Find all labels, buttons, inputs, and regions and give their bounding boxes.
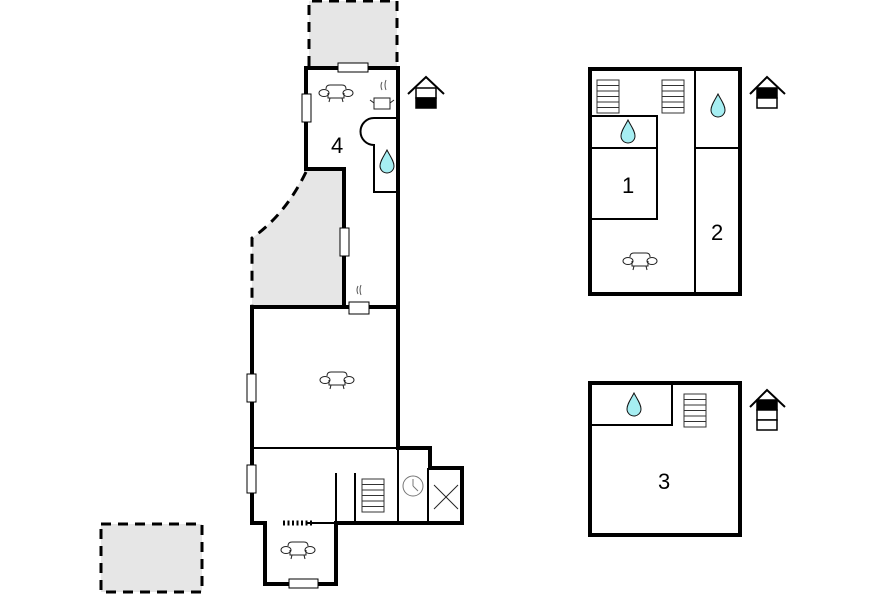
water-drop-icon (620, 119, 636, 144)
window (288, 578, 319, 589)
water-drop-icon (710, 93, 726, 118)
window (301, 93, 312, 123)
room-4-label: 4 (331, 133, 343, 158)
staircase-icon (661, 79, 685, 114)
staircase-icon (596, 79, 620, 114)
outdoor-area-top (307, 0, 399, 67)
cross-icon (433, 484, 459, 510)
window (337, 62, 369, 73)
water-drop-icon (379, 149, 395, 174)
stove-icon (356, 284, 362, 296)
clock-icon (402, 475, 424, 497)
main-building: 4 (246, 62, 464, 589)
outdoor-area-bottom-left (99, 522, 204, 594)
sofa-icon (280, 541, 316, 560)
window (246, 464, 257, 494)
staircase-icon (683, 393, 707, 428)
sofa-icon (622, 252, 658, 271)
house-ground-floor-icon (407, 75, 445, 109)
window (348, 301, 370, 315)
room-2-label: 2 (711, 220, 723, 245)
sofa-icon (319, 371, 355, 390)
upper-floor: 1 2 (588, 67, 786, 296)
window (246, 373, 257, 403)
water-drop-icon (626, 392, 642, 417)
room-1-label: 1 (622, 173, 634, 198)
staircase-icon (361, 478, 385, 513)
cooking-pot-icon (369, 79, 395, 110)
house-first-floor-icon (749, 75, 786, 109)
top-floor: 3 (588, 381, 786, 537)
room-3-label: 3 (658, 469, 670, 494)
outdoor-area-terrace (250, 170, 344, 305)
house-second-floor-icon (749, 388, 786, 431)
window (339, 227, 350, 257)
sofa-icon (318, 84, 354, 103)
